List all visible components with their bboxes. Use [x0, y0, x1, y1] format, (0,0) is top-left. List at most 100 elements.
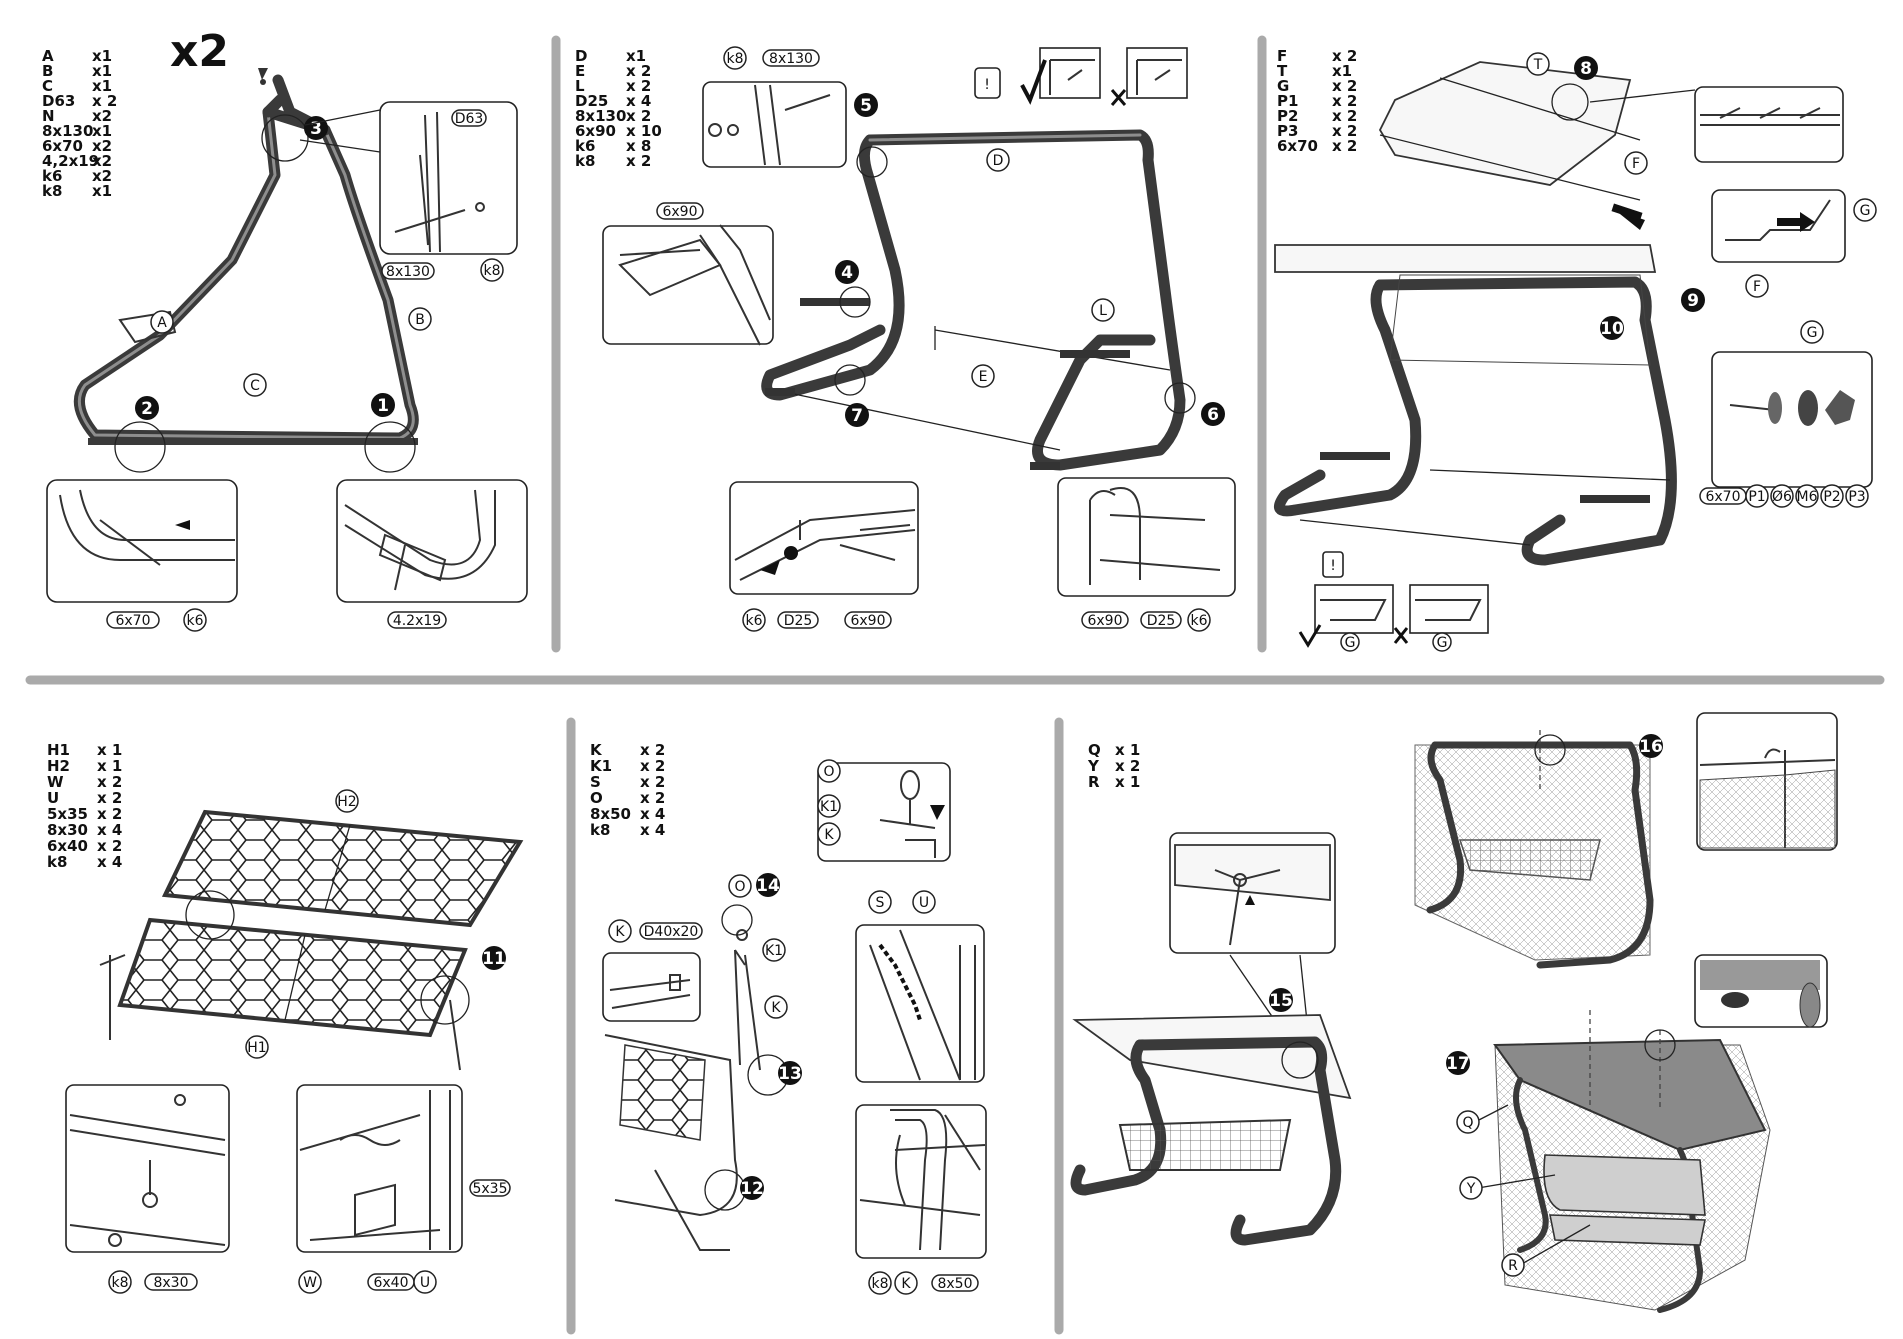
svg-text:x 2: x 2 [640, 773, 665, 791]
label-screw-4.2x19 [387, 611, 447, 629]
svg-text:L: L [1099, 303, 1107, 319]
svg-text:6x40: 6x40 [373, 1275, 408, 1291]
svg-text:K: K [590, 741, 603, 759]
svg-text:O: O [734, 879, 745, 895]
svg-text:T: T [1533, 57, 1543, 73]
svg-text:S: S [876, 895, 885, 911]
svg-text:x 2: x 2 [640, 789, 665, 807]
svg-text:x 4: x 4 [97, 853, 122, 871]
label-G [1800, 320, 1824, 344]
label-k8 [480, 258, 504, 282]
check-icon [1298, 624, 1322, 648]
svg-text:O: O [823, 764, 834, 780]
label-H2 [335, 789, 359, 813]
svg-text:11: 11 [482, 949, 506, 969]
svg-text:F: F [1277, 47, 1287, 65]
svg-text:G: G [1860, 203, 1871, 219]
svg-text:F: F [1753, 279, 1761, 295]
svg-text:K: K [771, 1000, 781, 1016]
label-Q [1456, 1110, 1480, 1134]
label-Y [1459, 1176, 1483, 1200]
svg-text:15: 15 [1269, 991, 1293, 1011]
svg-text:k8: k8 [483, 263, 500, 279]
label-G [1432, 632, 1452, 652]
detail-box-7 [729, 481, 919, 595]
svg-text:A: A [157, 315, 167, 331]
svg-text:G: G [1437, 635, 1448, 651]
detail-box-6 [1057, 477, 1236, 597]
label-M6 [1795, 484, 1819, 508]
detail-box-1 [336, 479, 528, 603]
svg-text:6: 6 [1207, 405, 1219, 425]
svg-text:P2: P2 [1277, 107, 1298, 125]
svg-text:k8: k8 [590, 821, 610, 839]
svg-text:5: 5 [860, 96, 872, 116]
label-bolt-8x50 [931, 1274, 979, 1292]
label-U [413, 1270, 437, 1294]
svg-text:x 2: x 2 [626, 152, 651, 170]
svg-text:K1: K1 [820, 799, 838, 815]
step-11-badge [482, 946, 506, 970]
svg-text:O: O [590, 789, 603, 807]
label-bolt-8x130 [381, 262, 435, 280]
step-5-badge [854, 93, 878, 117]
svg-text:x 1: x 1 [97, 757, 122, 775]
detail-box-3 [379, 101, 518, 255]
label-k8 [108, 1270, 132, 1294]
svg-text:k6: k6 [42, 167, 62, 185]
label-U [912, 890, 936, 914]
svg-text:4: 4 [841, 263, 853, 283]
label-T [1526, 52, 1550, 76]
label-S [868, 890, 892, 914]
label-K1 [762, 938, 786, 962]
warning-icon [974, 67, 1001, 99]
detail-box-11a [65, 1084, 230, 1253]
detail-box-14 [817, 762, 951, 862]
cross-icon [1110, 89, 1127, 106]
label-L [1091, 298, 1115, 322]
label-C [243, 373, 267, 397]
svg-text:6x70: 6x70 [1277, 137, 1318, 155]
svg-text:H2: H2 [47, 757, 70, 775]
svg-text:N: N [42, 107, 55, 125]
svg-text:H1: H1 [47, 741, 70, 759]
svg-text:U: U [47, 789, 59, 807]
svg-text:7: 7 [851, 406, 863, 426]
seat-hanger-drawing [604, 904, 789, 1251]
label-F [1624, 151, 1648, 175]
svg-text:R: R [1508, 1258, 1518, 1274]
svg-text:x 10: x 10 [626, 122, 662, 140]
label-bolt-6x90 [844, 611, 892, 629]
svg-text:x1: x1 [92, 122, 112, 140]
label-D40x20 [639, 922, 703, 940]
step-number: 3 [310, 119, 322, 139]
svg-text:Ø6: Ø6 [1772, 489, 1792, 505]
svg-text:W: W [303, 1275, 317, 1291]
label-D [986, 148, 1010, 172]
step-number: 2 [141, 399, 153, 419]
step-14-badge [756, 873, 780, 897]
svg-text:G: G [1807, 325, 1818, 341]
svg-text:12: 12 [740, 1179, 764, 1199]
svg-text:10: 10 [1600, 319, 1624, 339]
svg-text:U: U [919, 895, 929, 911]
svg-text:x 4: x 4 [97, 821, 122, 839]
